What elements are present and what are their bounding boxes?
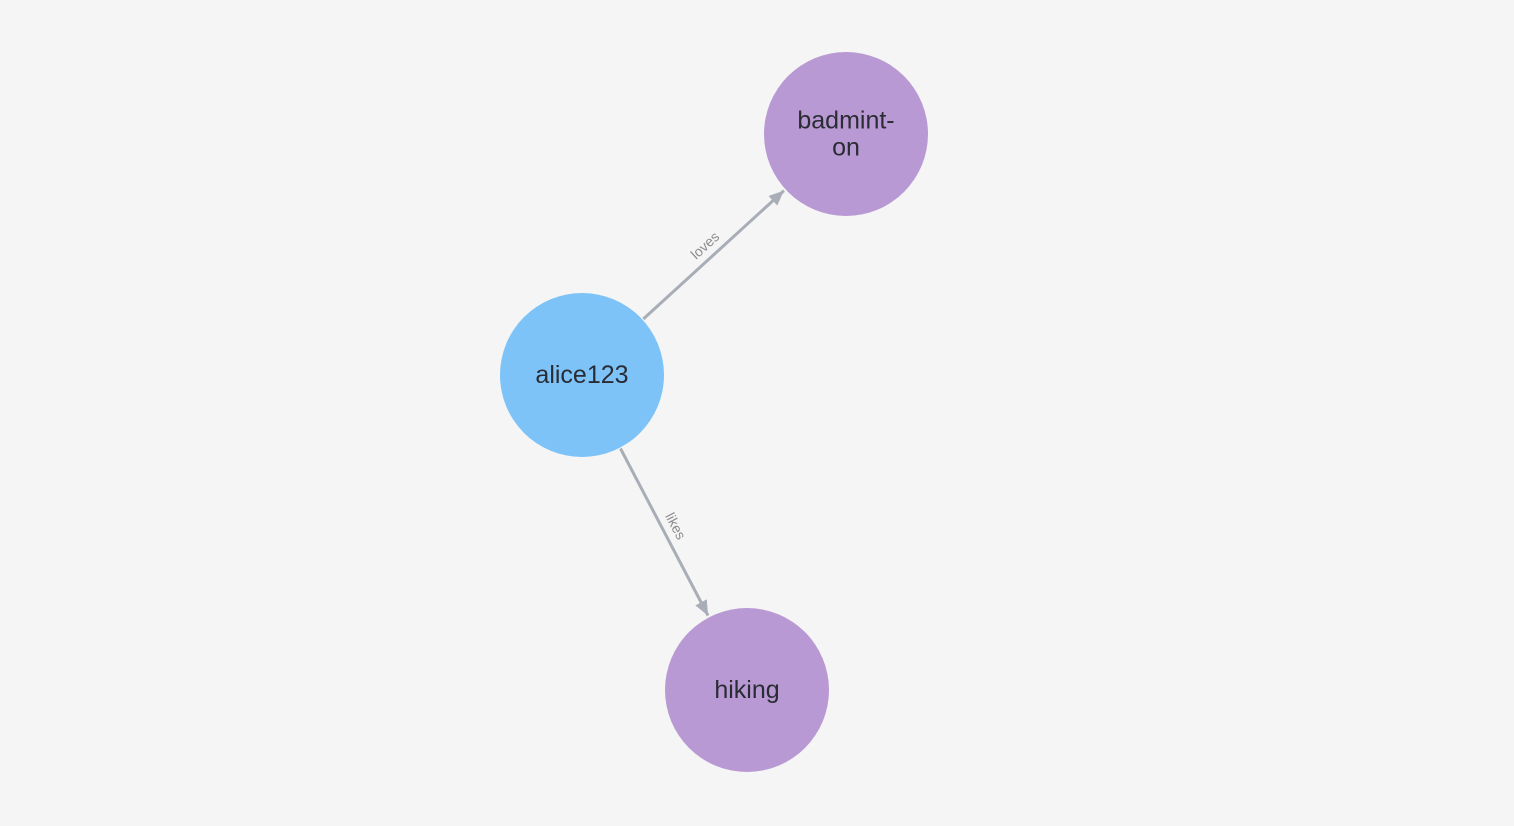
graph-node-hiking[interactable]: hiking — [665, 608, 829, 772]
node-circle-alice123[interactable] — [500, 293, 664, 457]
edge-line-loves[interactable] — [642, 189, 785, 321]
graph-node-badminton[interactable]: badmint-on — [764, 52, 928, 216]
node-circle-badminton[interactable] — [764, 52, 928, 216]
edge-loves: loves — [642, 189, 785, 321]
graph-node-alice123[interactable]: alice123 — [500, 293, 664, 457]
edge-label[interactable]: loves — [687, 228, 722, 262]
edge-likes: likes — [619, 447, 710, 617]
node-circle-hiking[interactable] — [665, 608, 829, 772]
edge-line-likes[interactable] — [619, 447, 710, 617]
